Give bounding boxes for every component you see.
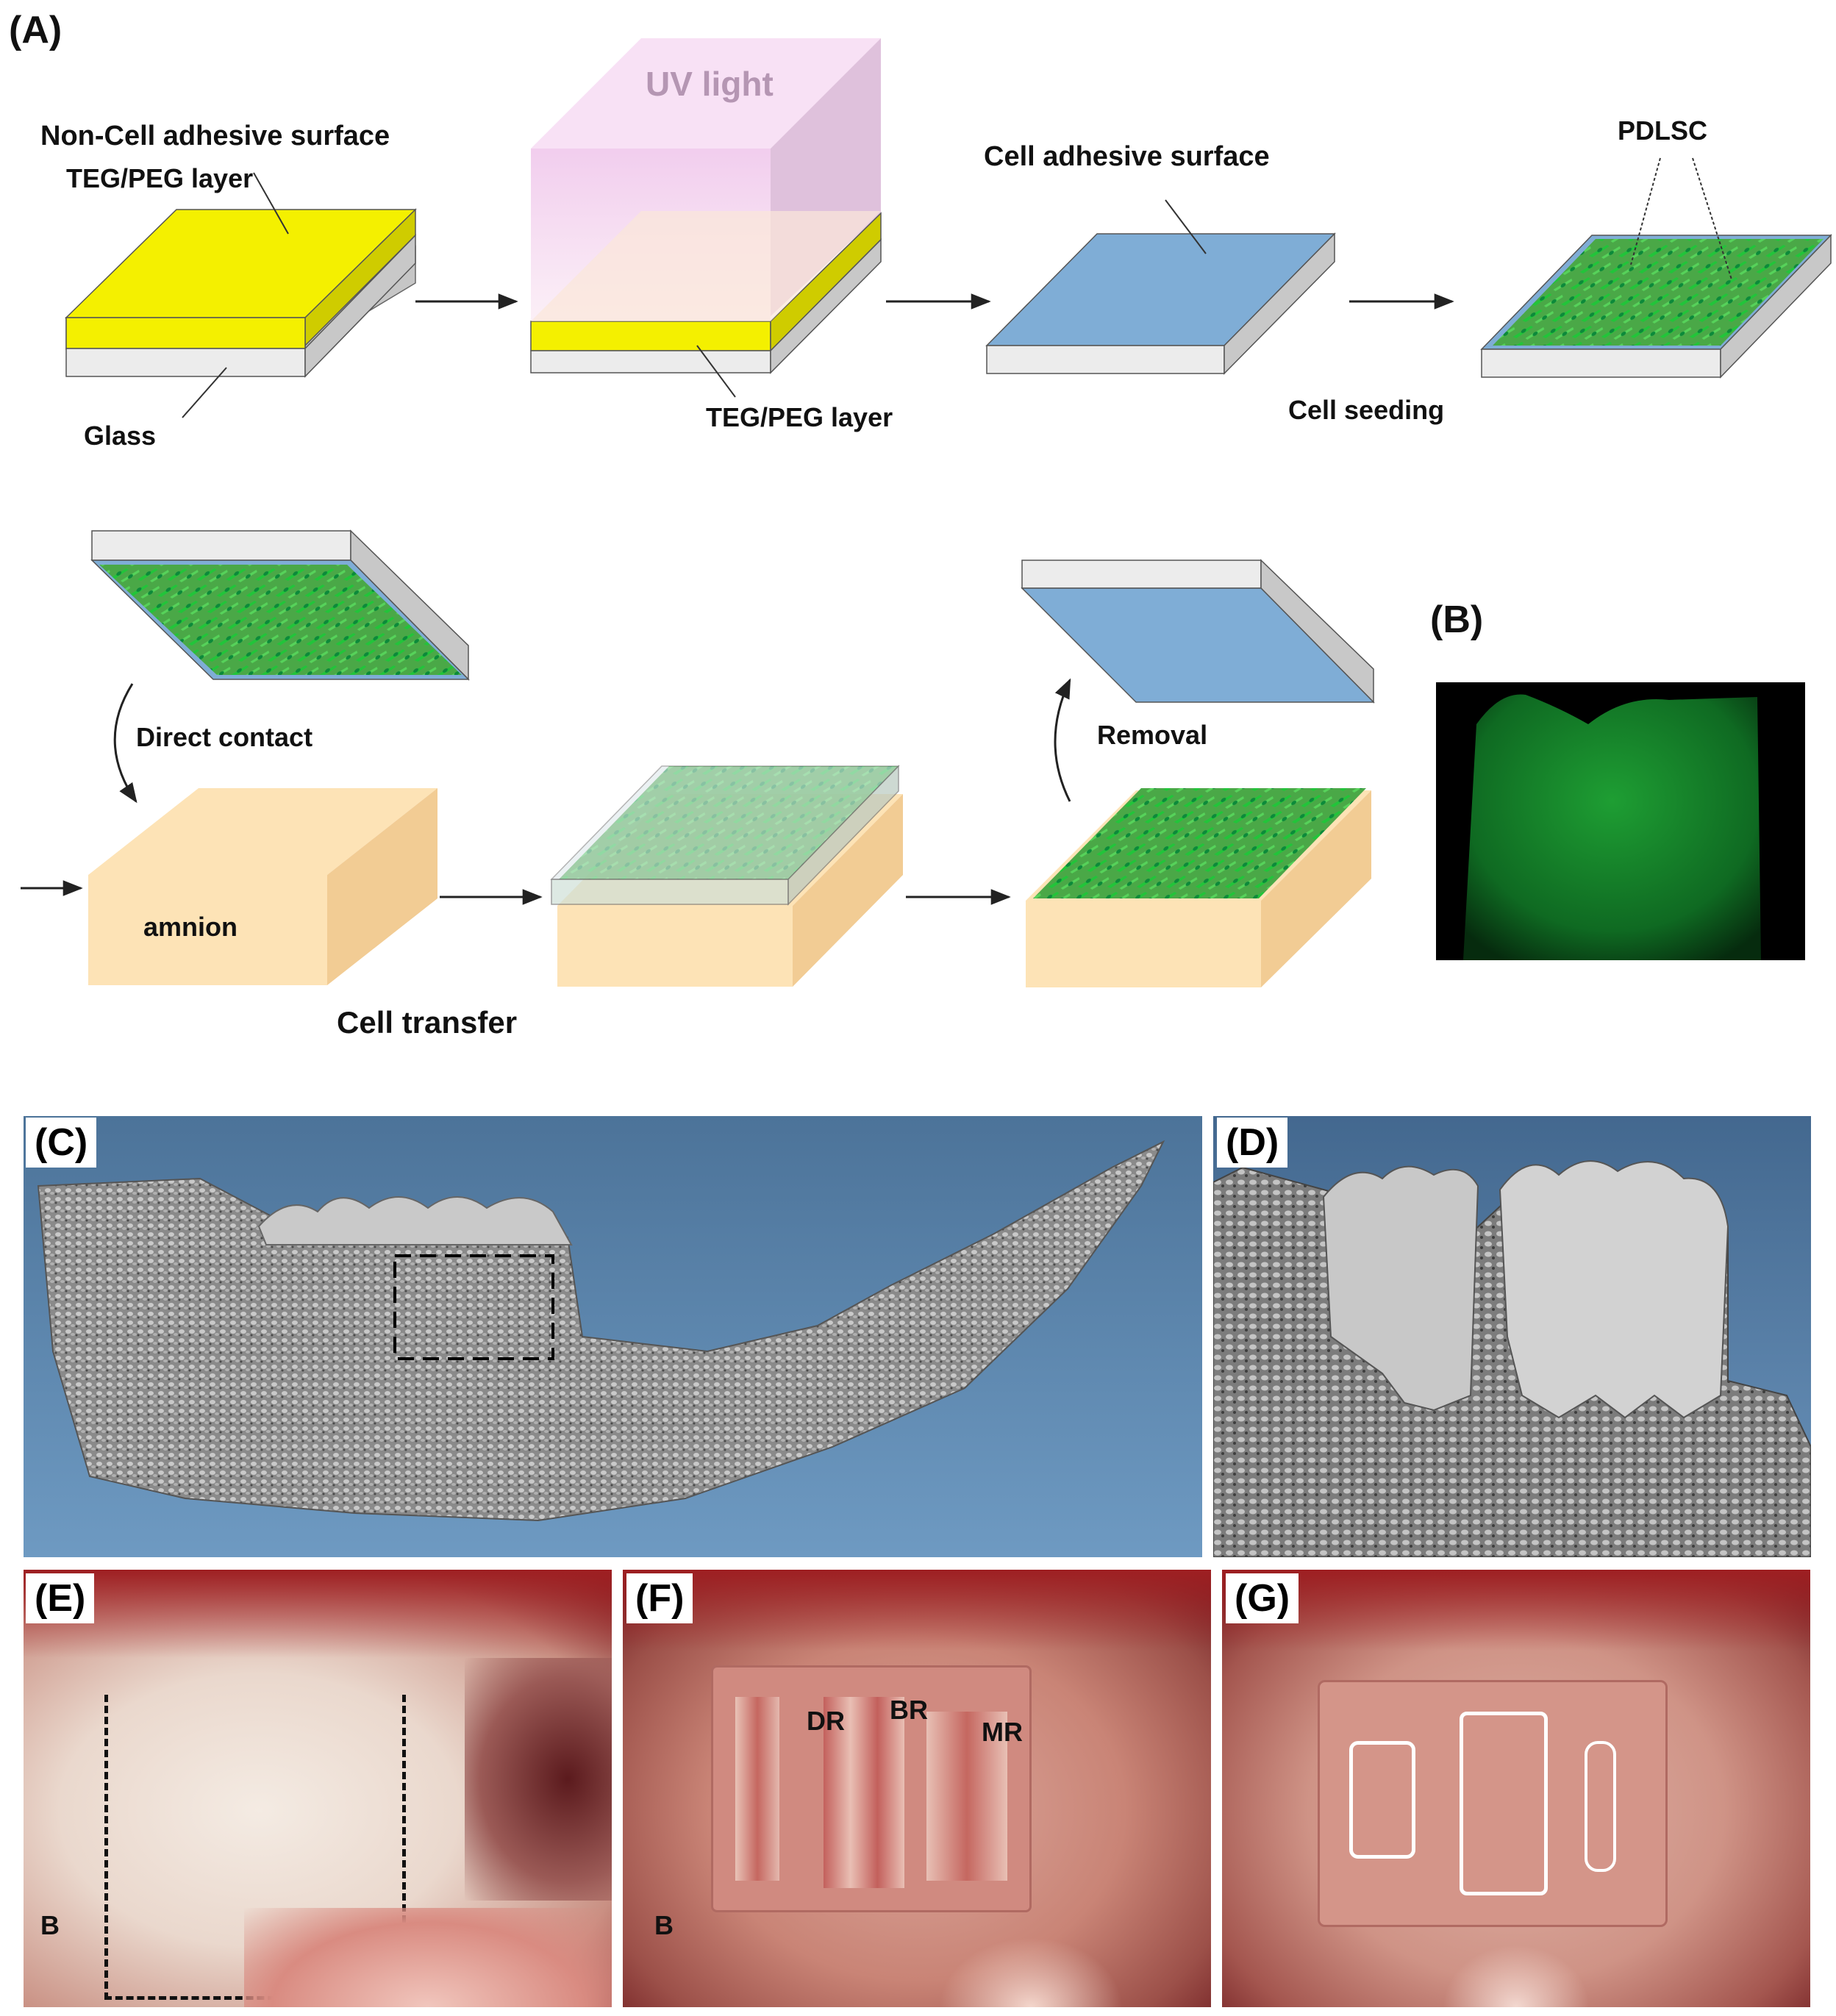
e-buccal-label: B <box>40 1910 60 1940</box>
pdlsc-pointer-2 <box>1692 157 1732 280</box>
panel-label-e: (E) <box>26 1573 95 1623</box>
panel-label-c: (C) <box>26 1118 97 1168</box>
panel-f-photo <box>623 1570 1211 2007</box>
direct-contact-label: Direct contact <box>136 722 312 752</box>
amnion-label: amnion <box>143 912 237 942</box>
uv-light-label: UV light <box>646 65 774 103</box>
slide-adhesive <box>985 232 1336 375</box>
panel-e-photo <box>24 1570 612 2007</box>
teg-peg-bottom-pointer <box>696 345 736 398</box>
f-buccal-label: B <box>654 1910 674 1940</box>
cell-adhesive-label: Cell adhesive surface <box>984 141 1270 172</box>
molars <box>257 1196 573 1245</box>
br-label: BR <box>890 1695 928 1725</box>
non-cell-adhesive-label: Non-Cell adhesive surface <box>40 121 390 151</box>
amnion-block-1 <box>88 788 437 985</box>
schematic-figure: (A) Non-Cell adhesive surface TEG/PEG la… <box>9 9 1832 1040</box>
panel-label-g: (G) <box>1226 1573 1299 1623</box>
removal-label: Removal <box>1097 720 1207 750</box>
glass-pointer <box>182 367 227 418</box>
fluorescence-image <box>1436 682 1805 960</box>
dr-label: DR <box>807 1706 845 1736</box>
teg-peg-top-label: TEG/PEG layer <box>66 163 253 193</box>
glass-label: Glass <box>84 421 156 451</box>
cell-transfer-label: Cell transfer <box>337 1005 517 1040</box>
slide-inverted <box>90 529 470 681</box>
removal-arrow <box>1054 678 1071 802</box>
pdlsc-label: PDLSC <box>1618 115 1707 146</box>
panel-label-f: (F) <box>626 1573 693 1623</box>
panel-label-d: (D) <box>1217 1118 1288 1168</box>
slide-uv <box>530 38 882 374</box>
panel-label-a: (A) <box>9 9 62 51</box>
panel-label-b: (B) <box>1430 598 1483 641</box>
mandible-ct-render <box>24 1116 1202 1557</box>
cell-seeding-label: Cell seeding <box>1288 395 1444 425</box>
teg-peg-pointer <box>253 172 289 235</box>
teg-peg-bottom-label: TEG/PEG layer <box>706 402 893 432</box>
tooth-2 <box>1499 1160 1729 1419</box>
slide-seeded <box>1480 234 1832 379</box>
amnion-block-2 <box>550 765 903 987</box>
roi-dashed-box <box>393 1254 554 1360</box>
panel-g-photo <box>1222 1570 1810 2007</box>
amnion-transplant-window <box>1318 1680 1668 1927</box>
amnion-block-3 <box>1026 788 1371 987</box>
slide-removed <box>1021 559 1375 704</box>
molar-ct-zoom <box>1213 1116 1811 1557</box>
panel-c-image <box>24 1116 1202 1557</box>
direct-contact-arrow <box>113 683 137 804</box>
cell-adhesive-pointer <box>1165 199 1207 254</box>
defect-window <box>711 1665 1032 1912</box>
panel-d-image <box>1213 1116 1811 1557</box>
tooth-1 <box>1322 1165 1479 1412</box>
mr-label: MR <box>982 1717 1023 1747</box>
slide-non-adhesive <box>65 208 417 378</box>
